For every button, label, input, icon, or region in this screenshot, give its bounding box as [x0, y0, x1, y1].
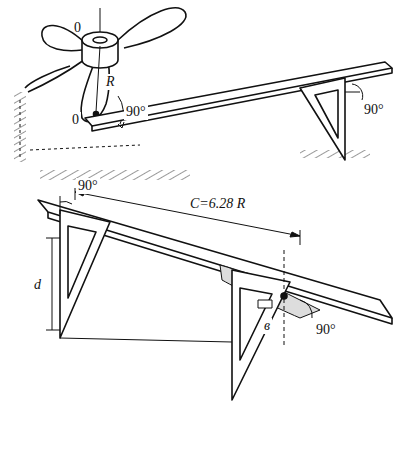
- radius-label: R: [104, 74, 117, 90]
- point-label: в: [262, 318, 272, 334]
- angle-label: 90°: [124, 104, 148, 120]
- angle-label: 90°: [362, 102, 386, 118]
- blade-point-mark: 0: [70, 112, 81, 128]
- height-dimension: d: [32, 277, 43, 293]
- angle-label: 90°: [76, 178, 100, 194]
- angle-label: 90°: [314, 322, 338, 338]
- circumference-dimension: C=6.28 R: [188, 196, 247, 212]
- axis-mark: 0: [72, 20, 83, 36]
